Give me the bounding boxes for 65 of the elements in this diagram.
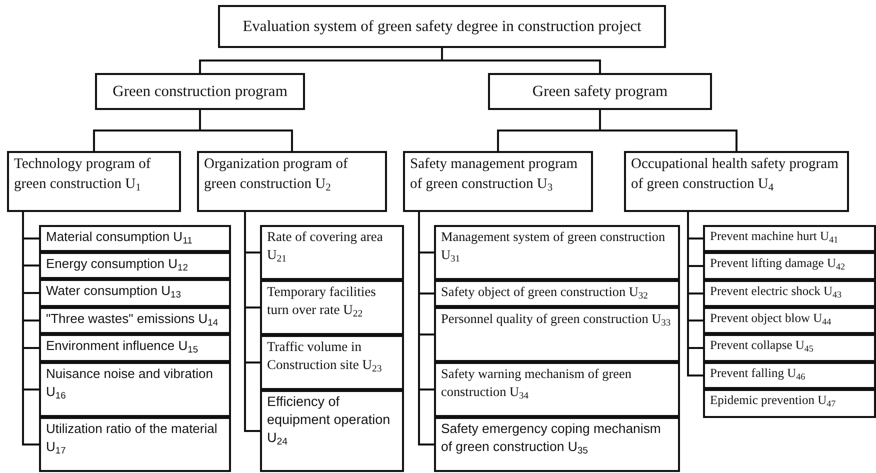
category-box <box>488 73 712 110</box>
box-label: Prevent object blow U$_{44}$ <box>710 310 832 327</box>
box-label: Safety warning mechanism of green construction U$_{34}$ <box>441 365 632 401</box>
indicator-box <box>434 417 680 472</box>
program-box <box>7 151 181 212</box>
box-label: Environment influence U$_{15}$ <box>46 337 198 355</box>
indicator-box <box>260 280 404 335</box>
indicator-box <box>434 362 680 417</box>
connector-line <box>687 212 703 376</box>
box-label: Green safety program <box>532 82 668 102</box>
indicator-box <box>703 280 876 307</box>
box-label: Occupational health safety program of green construction U$_{4}$ <box>631 155 840 194</box>
box-label: Rate of covering area U$_{21}$ <box>267 228 384 264</box>
box-label: Evaluation system of green safety degree in construction project <box>242 17 642 37</box>
indicator-box <box>39 279 231 307</box>
indicator-box <box>703 225 876 252</box>
box-label: Personnel quality of green construction U$_{33}$ <box>441 310 671 328</box>
box-label: Technology program of green construction U$_{1}$ <box>14 155 152 194</box>
box-label: Prevent machine hurt U$_{41}$ <box>710 228 838 245</box>
indicator-box <box>703 389 876 418</box>
box-label: "Three wastes" emissions U$_{14}$ <box>46 310 218 328</box>
box-label: Prevent lifting damage U$_{42}$ <box>710 255 846 272</box>
indicator-box <box>434 280 680 307</box>
box-label: Prevent falling U$_{46}$ <box>710 365 806 382</box>
indicator-box <box>39 307 231 334</box>
box-label: Nuisance noise and vibration U$_{16}$ <box>46 365 214 401</box>
box-label: Safety management program of green construction U$_{3}$ <box>410 155 578 194</box>
box-label: Temporary facilities turn over rate U$_{22}$ <box>267 283 377 319</box>
program-box <box>403 151 593 212</box>
indicator-box <box>434 225 680 280</box>
indicator-box <box>39 334 231 362</box>
indicator-box <box>39 417 231 472</box>
program-box <box>197 151 387 212</box>
box-label: Prevent collapse U$_{45}$ <box>710 337 814 354</box>
connector-line <box>599 110 738 151</box>
category-box <box>95 73 305 110</box>
connector-line <box>22 212 39 446</box>
box-label: Safety object of green construction U$_{32}$ <box>441 283 648 301</box>
indicator-box <box>703 307 876 334</box>
indicator-box <box>39 225 231 252</box>
box-label: Material consumption U$_{11}$ <box>46 228 192 246</box>
box-label: Management system of green construction U$_{31}$ <box>441 228 666 264</box>
box-label: Energy consumption U$_{12}$ <box>46 255 188 273</box>
indicator-box <box>260 390 404 472</box>
box-label: Safety emergency coping mechanism of green construction U$_{35}$ <box>441 420 662 456</box>
category-box <box>218 5 666 48</box>
connector-line <box>418 212 434 446</box>
indicator-box <box>703 334 876 362</box>
box-label: Efficiency of equipment operation U$_{24}$ <box>267 393 392 447</box>
box-label: Water consumption U$_{13}$ <box>46 282 181 300</box>
box-label: Traffic volume in Construction site U$_{23}$ <box>267 338 383 374</box>
program-box <box>624 151 849 212</box>
indicator-box <box>703 252 876 280</box>
indicator-box <box>703 362 876 389</box>
connector-line <box>244 212 260 432</box>
box-label: Epidemic prevention U$_{47}$ <box>710 392 836 409</box>
box-label: Organization program of green construction U$_{2}$ <box>204 155 349 194</box>
box-label: Green construction program <box>112 82 288 102</box>
box-label: Utilization ratio of the material U$_{17}$ <box>46 420 218 456</box>
box-label: Prevent electric shock U$_{43}$ <box>710 283 842 300</box>
indicator-box <box>260 335 404 390</box>
indicator-box <box>260 225 404 280</box>
indicator-box <box>39 362 231 417</box>
indicator-box <box>39 252 231 279</box>
indicator-box <box>434 307 680 362</box>
